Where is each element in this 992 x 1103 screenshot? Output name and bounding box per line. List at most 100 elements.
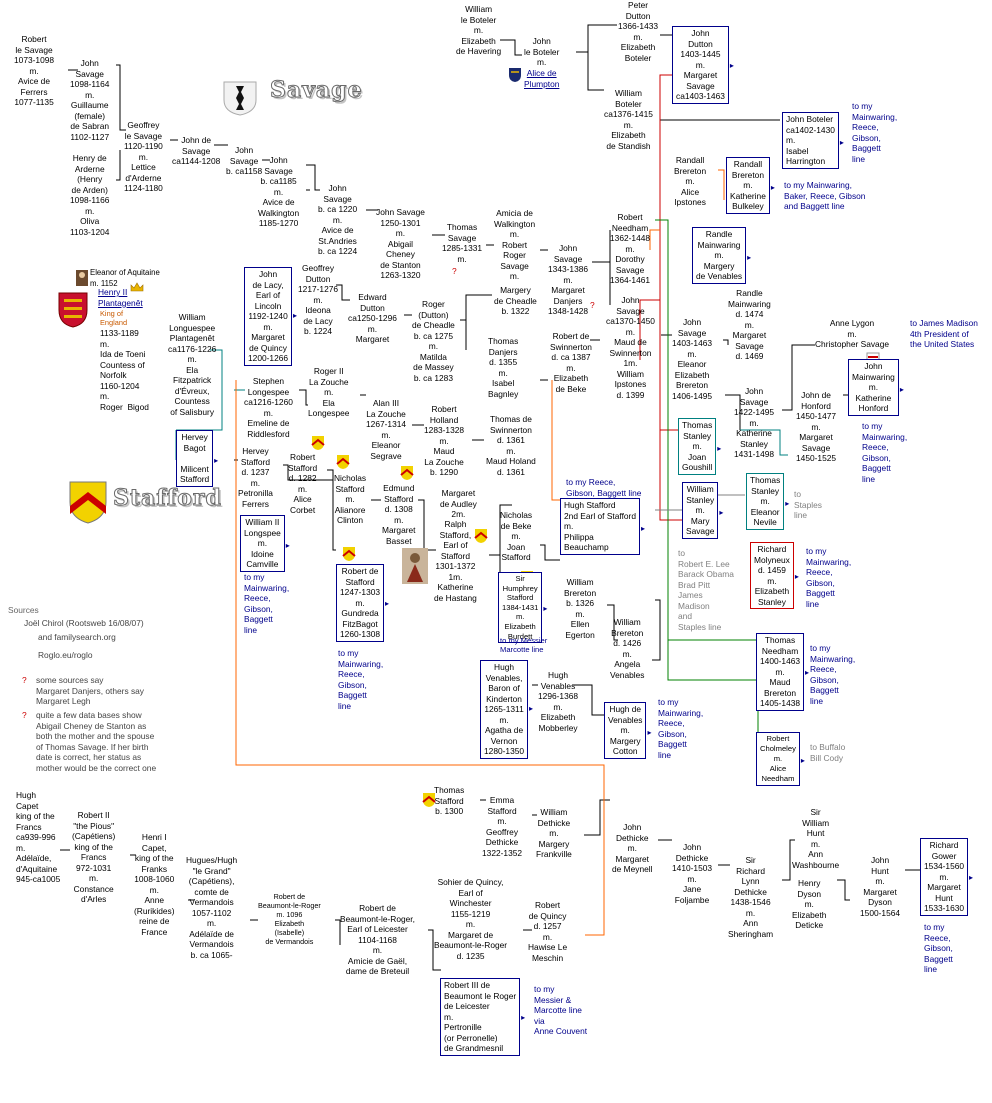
person-nicholas-de-beke: Nicholas de Beke m. Joan Stafford (500, 510, 533, 562)
person-william-boteler-1376: William Boteler ca1376-1415 m. Elizabeth… (604, 88, 653, 151)
person-john-boteler-1402[interactable]: John Boteler ca1402-1430 m. Isabel Harri… (782, 112, 844, 169)
savage-shield-icon (223, 81, 257, 116)
link-buffalo-bill-cody[interactable]: to Buffalo Bill Cody (810, 742, 846, 763)
person-henry-dyson: Henry Dyson m. Elizabeth Deticke (792, 878, 827, 930)
person-geoffrey-le-savage: Geoffrey le Savage 1120-1190 m. Lettice … (124, 120, 163, 193)
person-edmund-stafford: Edmund Stafford d. 1308 m. Margaret Bass… (382, 483, 416, 546)
person-john-mainwaring[interactable]: John Mainwaring m. Katherine Honford (848, 359, 904, 416)
person-henry-ii-plantagenet[interactable]: Henry II Plantagenêt (98, 287, 143, 308)
person-william-le-boteler: William le Boteler m. Elizabeth de Haver… (456, 4, 502, 56)
link-hugh-stafford-line[interactable]: to my Reece, Gibson, Baggett line (566, 477, 642, 498)
link-mainwaring-line[interactable]: to my Mainwaring, Reece, Gibson, Baggett… (862, 421, 908, 484)
person-stephen-longespee: Stephen Longespee ca1216-1260 m. Emeline… (244, 376, 293, 439)
link-gower-line[interactable]: to my Reece, Gibson, Baggett line (924, 922, 953, 974)
person-john-savage-1098: John Savage 1098-1164 m. Guillaume (fema… (70, 58, 110, 142)
person-hugh-venables-1296: Hugh Venables 1296-1368 m. Elizabeth Mob… (538, 670, 579, 733)
person-john-savage-1422: John Savage 1422-1495 m. Katherine Stanl… (734, 386, 775, 459)
link-needham-line[interactable]: to my Mainwaring, Reece, Gibson, Baggett… (810, 643, 856, 706)
person-alice-de-plumpton[interactable]: Alice de Plumpton (524, 68, 560, 89)
person-hugh-stafford[interactable]: Hugh Stafford 2nd Earl of Stafford m. Ph… (560, 498, 645, 555)
person-hugh-de-venables[interactable]: Hugh de Venables m. Margery Cotton (604, 702, 652, 759)
thomas-savage-note-mark: ? (452, 266, 457, 276)
person-john-dethicke-1410: John Dethicke 1410-1503 m. Jane Foljambe (672, 842, 713, 905)
person-margery-de-cheadle: Margery de Cheadle b. 1322 (494, 285, 537, 316)
link-venables-line[interactable]: to my Mainwaring, Reece, Gibson, Baggett… (658, 697, 704, 760)
person-john-savage-1370: John Savage ca1370-1450 m. Maud de Swinn… (606, 295, 655, 400)
person-john-de-lacy[interactable]: John de Lacy, Earl of Lincoln 1192-1240 … (244, 267, 297, 366)
person-hervey-bagot[interactable]: Hervey Bagot Milicent Stafford (176, 430, 218, 487)
person-william-ii-longspee[interactable]: William II Longspee m. Idoine Camville (240, 515, 290, 572)
person-william-stanley[interactable]: William Stanley m. Mary Savage (682, 482, 724, 539)
person-thomas-stanley-2[interactable]: Thomas Stanley m. Eleanor Nevile (746, 473, 790, 530)
person-hugh-venables-baron[interactable]: Hugh Venables, Baron of Kinderton 1265-1… (480, 660, 533, 759)
person-robert-iii-de-beaumont[interactable]: Robert III de Beaumont le Roger de Leice… (440, 978, 525, 1056)
link-james-madison[interactable]: to James Madison 4th President of the Un… (910, 318, 978, 349)
person-randle-mainwaring[interactable]: Randle Mainwaring m. Margery de Venables (692, 227, 751, 284)
link-boteler-line[interactable]: to my Mainwaring, Reece, Gibson, Baggett… (852, 101, 898, 164)
person-sir-william-hunt: Sir William Hunt m. Ann Washbourne (792, 807, 840, 870)
person-robert-de-stafford-1247[interactable]: Robert de Stafford 1247-1303 m. Gundreda… (336, 564, 389, 642)
link-stafford-1247-line[interactable]: to my Mainwaring, Reece, Gibson, Baggett… (338, 648, 384, 711)
royal-arms-icon (58, 292, 88, 328)
source-note-mark-2: ? (22, 710, 27, 720)
ralph-portrait-icon (402, 548, 428, 584)
person-randall-brereton-2[interactable]: Randall Brereton m. Katherine Bulkeley (726, 157, 775, 214)
person-john-le-boteler: John le Boteler m. (524, 36, 560, 67)
person-john-savage-1403: John Savage 1403-1463 m. Eleanor Elizabe… (672, 317, 713, 401)
person-geoffrey-dutton: Geoffrey Dutton 1217-1276 m. Ideona de L… (298, 263, 339, 336)
link-messier-marcotte-line[interactable]: to my Messier Marcotte line (500, 636, 548, 655)
person-john-savage-1343: John Savage 1343-1386 m. Margaret Danjer… (548, 243, 589, 316)
person-robert-le-savage: Robert le Savage 1073-1098 m. Avice de F… (14, 34, 55, 107)
source-line-3: Roglo.eu/roglo (38, 650, 93, 660)
person-richard-gower[interactable]: Richard Gower 1534-1560 m. Margaret Hunt… (920, 838, 973, 916)
person-robert-stafford-1282: Robert Stafford d. 1282 m. Alice Corbet (288, 452, 318, 515)
person-john-dutton[interactable]: John Dutton 1403-1445 m. Margaret Savage… (672, 26, 734, 104)
stafford-arms-icon-4 (342, 547, 356, 561)
henry-ii-dates-and-spouse: 1133-1189 m. Ida de Toeni Countess of No… (100, 328, 149, 412)
person-thomas-danjers: Thomas Danjers d. 1355 m. Isabel Bagnley (488, 336, 519, 399)
person-ralph-stafford: Ralph Stafford, Earl of Stafford 1301-13… (434, 519, 477, 603)
person-robert-cholmeley[interactable]: Robert Cholmeley m. Alice Needham (756, 732, 805, 786)
stafford-arms-icon-2 (336, 455, 350, 469)
sources-title: Sources (8, 605, 39, 615)
source-note-mark-1: ? (22, 675, 27, 685)
link-brereton-line[interactable]: to my Mainwaring, Baker, Reece, Gibson a… (784, 180, 866, 211)
person-john-savage-1250: John Savage 1250-1301 m. Abigail Cheney … (376, 207, 425, 280)
stafford-arms-icon-3 (400, 466, 414, 480)
person-thomas-needham[interactable]: Thomas Needham 1400-1463 m. Maud Brereto… (756, 633, 809, 711)
person-amicia-de-walkington: Amicia de Walkington m. Robert Roger Sav… (494, 208, 536, 281)
stafford-arms-icon-1 (311, 436, 325, 450)
link-beaumont-line[interactable]: to my Messier & Marcotte line via Anne C… (534, 984, 588, 1036)
source-line-2: and familysearch.org (38, 632, 116, 642)
person-robert-de-swinnerton: Robert de Swinnerton d. ca 1387 m. Eliza… (550, 331, 592, 394)
person-richard-molyneux[interactable]: Richard Molyneux d. 1459 m. Elizabeth St… (750, 542, 799, 609)
link-longspee-line[interactable]: to my Mainwaring, Reece, Gibson, Baggett… (244, 572, 290, 635)
person-william-brereton-1426: William Brereton d. 1426 m. Angela Venab… (610, 617, 645, 680)
link-lee-obama-pitt-madison[interactable]: to Robert E. Lee Barack Obama Brad Pitt … (678, 548, 734, 632)
person-roger-de-cheadle: Roger (Dutton) de Cheadle b. ca 1275 m. … (412, 299, 455, 383)
eleanor-portrait-icon (76, 270, 88, 286)
person-john-de-honford: John de Honford 1450-1477 m. Margaret Sa… (796, 390, 837, 463)
stafford-arms-icon-7 (422, 793, 436, 807)
crown-icon (130, 282, 144, 292)
link-molyneux-line[interactable]: to my Mainwaring, Reece, Gibson, Baggett… (806, 546, 852, 609)
link-staples-line[interactable]: to Staples line (794, 489, 822, 520)
person-robert-de-beaumont-2: Robert de Beaumont-le-Roger, Earl of Lei… (340, 903, 415, 976)
source-note-1: some sources say Margaret Danjers, other… (36, 675, 144, 706)
person-john-de-savage: John de Savage ca1144-1208 (172, 135, 221, 166)
person-sir-humphrey-stafford[interactable]: Sir Humphrey Stafford 1384-1431 m. Eliza… (498, 572, 548, 644)
person-hugh-capet: Hugh Capet king of the Francs ca939-996 … (16, 790, 61, 884)
person-thomas-stanley[interactable]: Thomas Stanley m. Joan Goushill (678, 418, 722, 475)
person-roger-la-zouche: Roger II La Zouche m. Ela Longespee (308, 366, 350, 418)
person-robert-de-beaumont-1: Robert de Beaumont-le-Roger m. 1096 Eliz… (258, 892, 321, 946)
plumpton-arms-icon (509, 68, 521, 82)
person-randle-mainwaring-2: Randle Mainwaring d. 1474 m. Margaret Sa… (728, 288, 771, 361)
savage-banner: Savage (270, 77, 363, 103)
person-thomas-de-swinnerton: Thomas de Swinnerton d. 1361 m. Maud Hol… (486, 414, 536, 477)
person-anne-lygon: Anne Lygon m. Christopher Savage (815, 318, 890, 349)
person-thomas-stafford: Thomas Stafford b. 1300 (434, 785, 465, 816)
stafford-banner: Stafford (113, 485, 222, 511)
person-robert-de-quincy: Robert de Quincy d. 1257 m. Hawise Le Me… (528, 900, 568, 963)
person-margaret-de-audley: Margaret de Audley 2m. (440, 488, 477, 519)
